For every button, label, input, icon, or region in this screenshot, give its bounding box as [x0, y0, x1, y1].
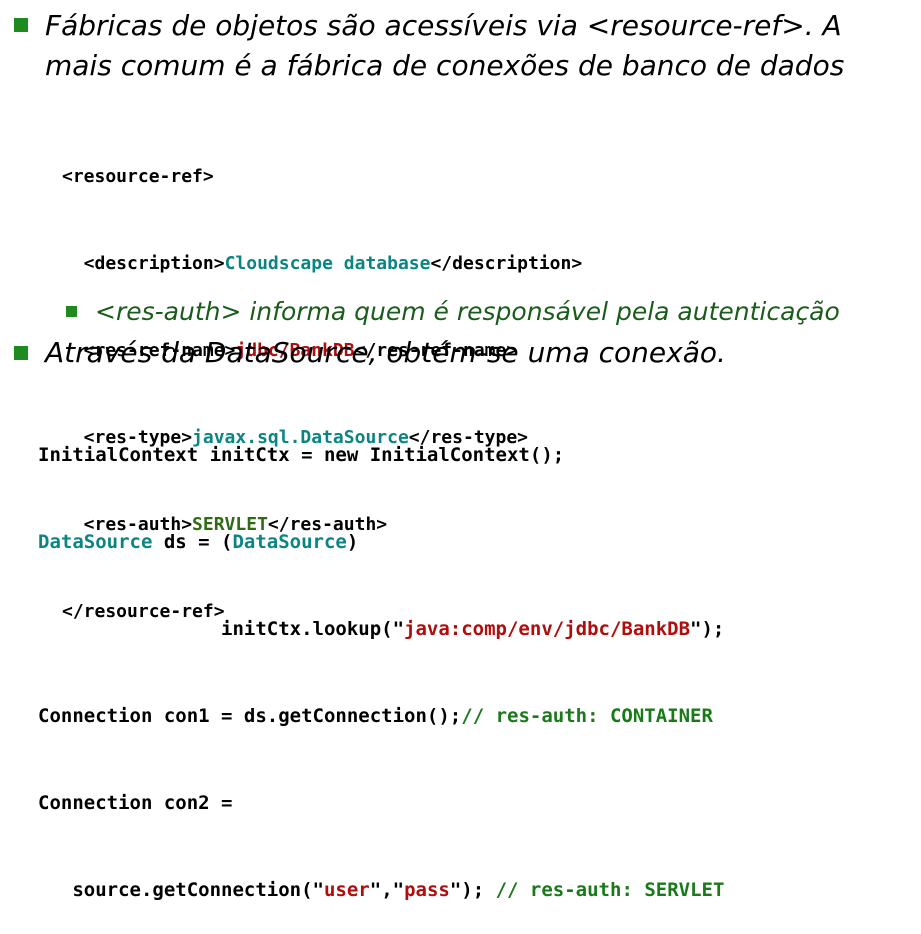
xml-tag: </res-auth>: [267, 514, 388, 535]
bullet-text-datasource: Através da DataSource, obtém-se uma cone…: [45, 336, 726, 369]
java-line-2: DataSource ds = (DataSource): [38, 528, 724, 557]
java-type: DataSource: [38, 531, 153, 553]
xml-tag: </description>: [430, 253, 583, 274]
java-line-3: initCtx.lookup("java:comp/env/jdbc/BankD…: [38, 615, 724, 644]
java-code: ",": [369, 879, 405, 901]
java-string: pass: [404, 879, 450, 901]
xml-tag: <resource-ref>: [62, 166, 214, 187]
java-code: ds = (: [152, 531, 233, 553]
java-line-1: InitialContext initCtx = new InitialCont…: [38, 441, 724, 470]
java-code: initCtx.lookup(": [38, 618, 405, 640]
xml-line-5: <res-auth>SERVLET</res-auth>: [62, 510, 582, 539]
java-code: ): [346, 531, 359, 553]
java-line-5: Connection con2 =: [38, 789, 724, 818]
java-comment: // res-auth: CONTAINER: [461, 705, 713, 727]
xml-line-4: <res-type>javax.sql.DataSource</res-type…: [62, 423, 582, 452]
java-type: DataSource: [232, 531, 347, 553]
java-code: Connection con1 = ds.getConnection();: [38, 705, 462, 727]
java-code: ");: [690, 618, 725, 640]
xml-value: jdbc/BankDB: [235, 340, 355, 361]
java-code: InitialContext initCtx = new InitialCont…: [38, 444, 565, 466]
java-code: ");: [449, 879, 496, 901]
bullet-marker: [14, 18, 28, 32]
xml-value: javax.sql.DataSource: [192, 427, 409, 448]
xml-value: SERVLET: [192, 514, 268, 535]
xml-tag: <res-ref-name>: [62, 340, 236, 361]
sub-bullet-marker: [66, 306, 77, 317]
java-code-block: InitialContext initCtx = new InitialCont…: [38, 383, 724, 934]
java-line-4: Connection con1 = ds.getConnection();// …: [38, 702, 724, 731]
xml-value: Cloudscape database: [224, 253, 431, 274]
xml-line-2: <description>Cloudscape database</descri…: [62, 249, 583, 278]
java-code: Connection con2 =: [38, 792, 233, 814]
bullet-line-2: mais comum é a fábrica de conexões de ba…: [45, 49, 845, 82]
bullet-marker: [14, 346, 28, 360]
java-code: source.getConnection(": [38, 879, 324, 901]
xml-tag: </res-type>: [408, 427, 529, 448]
xml-tag: <res-type>: [62, 427, 193, 448]
xml-line-3: <res-ref-name>jdbc/BankDB</res-ref-name>: [62, 336, 582, 365]
java-string: java:comp/env/jdbc/BankDB: [404, 618, 691, 640]
java-line-6: source.getConnection("user","pass"); // …: [38, 876, 724, 905]
sub-bullet-text: <res-auth> informa quem é responsável pe…: [95, 297, 840, 326]
xml-line-1: <resource-ref>: [62, 162, 582, 191]
xml-tag: <description>: [62, 253, 225, 274]
xml-tag: <res-auth>: [62, 514, 193, 535]
java-comment: // res-auth: SERVLET: [495, 879, 725, 901]
bullet-line-1: Fábricas de objetos são acessíveis via <…: [45, 9, 842, 42]
java-string: user: [323, 879, 370, 901]
xml-tag: </res-ref-name>: [354, 340, 518, 361]
bullet-text-resource-ref: Fábricas de objetos são acessíveis via <…: [45, 6, 844, 86]
